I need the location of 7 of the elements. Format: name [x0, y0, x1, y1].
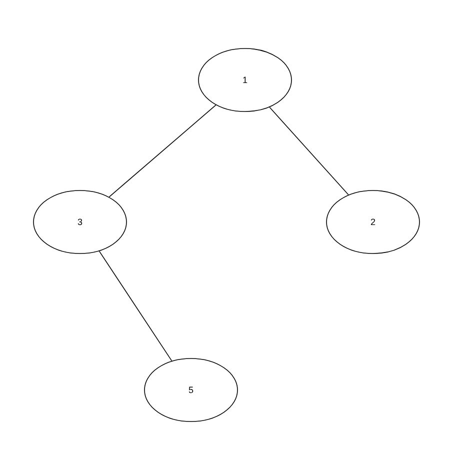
node-label: 2 [370, 217, 376, 227]
connector-line [108, 104, 216, 198]
node-label: 5 [188, 385, 194, 395]
connector-line [98, 250, 172, 362]
node-label: 1 [242, 75, 248, 85]
node-label: 3 [77, 217, 82, 227]
connector-line [269, 106, 349, 196]
